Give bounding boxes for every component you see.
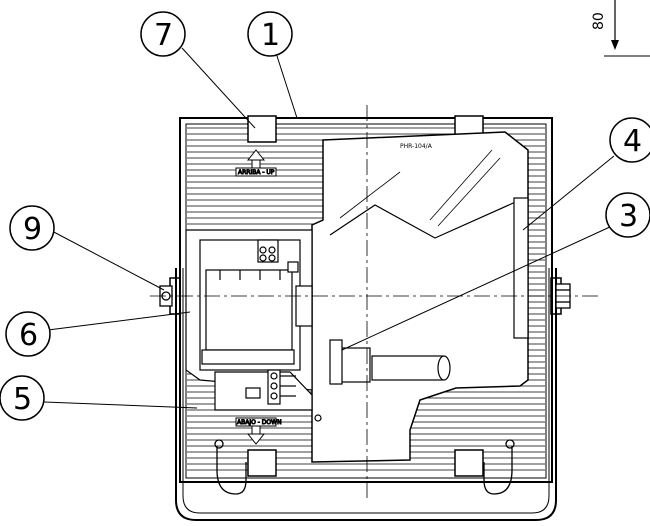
callout-balloons [0,11,650,421]
bottom-hooks [214,439,515,495]
balloon-3: 3 [619,199,638,234]
dimension-marker: 80 [591,0,650,57]
down-arrow-marker: ABAJO - DOWN [235,417,282,445]
balloon-7: 7 [154,18,173,53]
balloon-5: 5 [13,382,32,417]
balloon-1: 1 [261,18,280,53]
balloon-9: 9 [23,212,42,247]
center-lines [150,105,600,498]
up-arrow-marker: ARRIBA - UP [235,149,277,177]
ballast-gear [185,229,313,391]
down-arrow-label: ABAJO - DOWN [237,419,282,426]
dimension-label: 80 [591,12,607,30]
lamp-holder [329,339,451,385]
reflector [311,131,529,463]
terminal-block [214,369,322,422]
lamp-code-label: PHR-104/A [400,143,433,150]
balloon-4: 4 [623,124,642,159]
balloon-6: 6 [19,318,38,353]
up-arrow-label: ARRIBA - UP [238,169,275,176]
leader-lines [43,47,615,409]
